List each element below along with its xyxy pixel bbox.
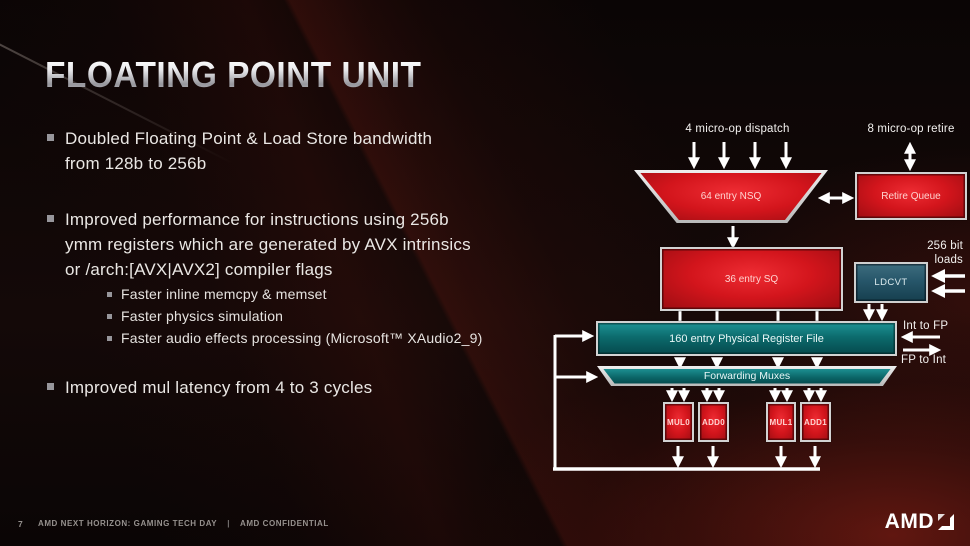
sub-bullet-item: Faster audio effects processing (Microso… <box>107 328 537 349</box>
bullet-marker <box>107 336 112 341</box>
unit-box-mul0: MUL0 <box>663 402 694 442</box>
unit-label: MUL1 <box>769 417 793 427</box>
footer-confidential: AMD CONFIDENTIAL <box>240 519 329 528</box>
prf-box: 160 entry Physical Register File <box>596 321 897 356</box>
retire-queue-box: Retire Queue <box>855 172 967 220</box>
amd-arrow-icon <box>938 514 954 530</box>
sq-label: 36 entry SQ <box>724 273 779 285</box>
unit-box-add0: ADD0 <box>698 402 729 442</box>
prf-label: 160 entry Physical Register File <box>669 332 824 345</box>
sub-bullet-text: Faster physics simulation <box>121 308 284 324</box>
nsq-label: 64 entry NSQ <box>640 173 822 220</box>
bullet-item: Improved performance for instructions us… <box>47 207 527 282</box>
footer-event: AMD NEXT HORIZON: GAMING TECH DAY <box>38 519 218 528</box>
unit-box-mul1: MUL1 <box>766 402 796 442</box>
unit-label: MUL0 <box>667 417 690 427</box>
forwarding-muxes-label: Forwarding Muxes <box>603 368 891 384</box>
bullet-text: Improved mul latency from 4 to 3 cycles <box>65 378 373 397</box>
retire-queue-label: Retire Queue <box>881 190 941 202</box>
sub-bullet-text: Faster audio effects processing (Microso… <box>121 330 483 346</box>
footer-text: AMD NEXT HORIZON: GAMING TECH DAY | AMD CO… <box>38 519 329 528</box>
loads-label: 256 bit loads <box>927 240 963 266</box>
bullet-text: Improved performance for instructions us… <box>65 210 471 279</box>
sq-box: 36 entry SQ <box>660 247 843 311</box>
unit-box-add1: ADD1 <box>800 402 831 442</box>
forwarding-muxes-box: Forwarding Muxes <box>597 366 897 386</box>
unit-label: ADD0 <box>702 417 725 427</box>
bullet-marker <box>107 314 112 319</box>
bullet-item: Doubled Floating Point & Load Store band… <box>47 126 517 176</box>
ldcvt-box: LDCVT <box>854 262 928 303</box>
sub-bullet-item: Faster physics simulation <box>107 306 537 327</box>
page-title: FLOATING POINT UNIT <box>45 54 422 95</box>
bullet-item: Improved mul latency from 4 to 3 cycles <box>47 375 517 400</box>
bullet-marker <box>47 383 54 390</box>
sub-bullet-text: Faster inline memcpy & memset <box>121 286 327 302</box>
ldcvt-label: LDCVT <box>874 277 908 288</box>
footer: 7 AMD NEXT HORIZON: GAMING TECH DAY|AMD … <box>0 510 970 534</box>
bullet-marker <box>47 134 54 141</box>
fp-to-int-label: FP to Int <box>901 354 947 366</box>
dispatch-label: 4 micro-op dispatch <box>685 123 790 135</box>
page-number: 7 <box>18 519 23 529</box>
footer-separator: | <box>227 519 230 528</box>
retire-label: 8 micro-op retire <box>867 123 955 135</box>
int-to-fp-label: Int to FP <box>903 320 949 332</box>
bullet-marker <box>47 215 54 222</box>
unit-label: ADD1 <box>804 417 827 427</box>
bullet-text: Doubled Floating Point & Load Store band… <box>65 129 433 173</box>
amd-logo: AMD <box>885 510 954 534</box>
nsq-box: 64 entry NSQ <box>634 170 828 223</box>
bullet-marker <box>107 292 112 297</box>
sub-bullet-item: Faster inline memcpy & memset <box>107 284 537 305</box>
amd-logo-text: AMD <box>884 510 934 533</box>
